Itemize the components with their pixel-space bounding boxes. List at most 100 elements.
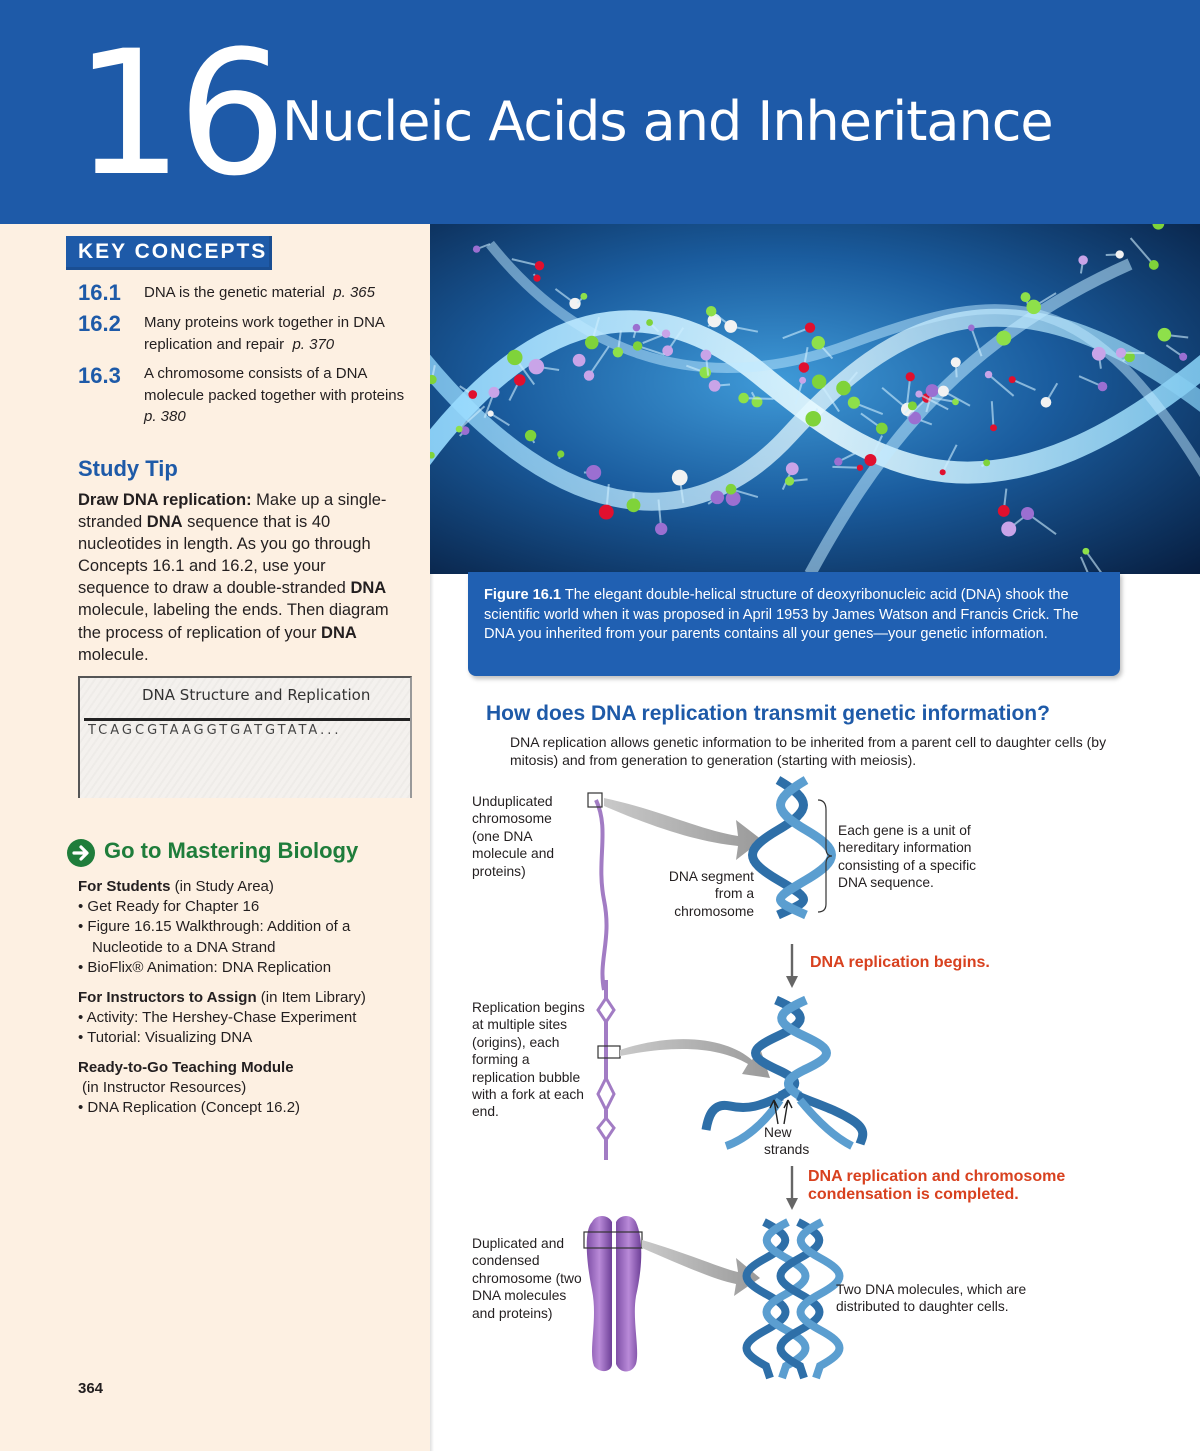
resource-item[interactable]: • Get Ready for Chapter 16 xyxy=(78,898,260,916)
atom xyxy=(455,425,463,433)
dna-helix-photo xyxy=(430,224,1200,574)
unduplicated-chromosome-label: Unduplicated chromosome (one DNA molecul… xyxy=(472,794,555,879)
study-tip-dna: DNA xyxy=(350,579,387,598)
atom-bond xyxy=(458,405,486,430)
atom xyxy=(430,374,437,385)
dna-molecule-left xyxy=(742,1218,810,1380)
zoom-arrow xyxy=(604,798,762,860)
atom xyxy=(460,426,470,436)
for-students-block: For Students (in Study Area) • Get Ready… xyxy=(78,877,418,978)
atom xyxy=(1148,260,1159,270)
zoom-arrow xyxy=(642,1240,760,1296)
molecule-atoms xyxy=(430,224,1189,574)
key-concept-number: 16.1 xyxy=(78,280,121,305)
unduplicated-chromosome xyxy=(594,799,609,991)
atom xyxy=(632,323,641,332)
new-strands-label: New strands xyxy=(764,1125,810,1158)
page-number: 364 xyxy=(78,1380,104,1397)
study-tip-part: molecule. xyxy=(78,645,149,664)
dna-segment-label: DNA segment from a chromosome xyxy=(668,869,754,919)
atom xyxy=(937,385,949,397)
replication-fork-helix xyxy=(701,995,868,1150)
atom xyxy=(990,424,997,432)
atom xyxy=(785,476,795,486)
atom xyxy=(805,410,822,427)
atom xyxy=(468,390,478,399)
atom-bond xyxy=(931,396,956,403)
atom xyxy=(997,505,1010,517)
study-tip-text: Draw DNA replication: Make up a single-s… xyxy=(78,489,398,666)
atom-bond xyxy=(490,412,510,427)
figure-label: Figure 16.1 xyxy=(484,587,562,603)
visual-question-intro: DNA replication allows genetic informati… xyxy=(510,734,1107,768)
mastering-biology-title[interactable]: Go to Mastering Biology xyxy=(104,838,359,863)
atom xyxy=(661,329,671,338)
key-concept-text: A chromosome consists of a DNA molecule … xyxy=(144,363,414,428)
for-students-heading: For Students xyxy=(78,878,171,895)
atom-bond xyxy=(941,444,958,473)
resource-item[interactable]: • BioFlix® Animation: DNA Replication xyxy=(78,958,332,976)
atom-bond xyxy=(918,393,949,411)
chapter-title: Nucleic Acids and Inheritance xyxy=(282,90,1054,153)
key-concepts-label: KEY CONCEPTS xyxy=(66,236,272,270)
chapter-number: 16 xyxy=(74,13,287,214)
key-concept-desc: A chromosome consists of a DNA molecule … xyxy=(144,365,405,404)
for-instructors-block: For Instructors to Assign (in Item Libra… xyxy=(78,988,418,1049)
sidebar xyxy=(0,224,434,1451)
dna-sketch-card: DNA Structure and Replication TCAGCGTAAG… xyxy=(78,676,412,798)
dna-molecule-right xyxy=(776,1218,844,1380)
atom-bond xyxy=(987,373,1015,397)
atom-bond xyxy=(588,345,610,377)
dna-card-title: DNA Structure and Replication xyxy=(142,686,371,704)
atom xyxy=(598,504,614,520)
resource-item[interactable]: • Activity: The Hershey-Chase Experiment xyxy=(78,1009,357,1027)
atom-bond xyxy=(1011,378,1036,391)
zoom-arrow xyxy=(620,1039,770,1078)
atom xyxy=(950,357,961,368)
atom xyxy=(534,261,545,271)
atom xyxy=(708,379,721,392)
figure-caption-text: The elegant double-helical structure of … xyxy=(484,587,1079,643)
teaching-module-heading: Ready-to-Go Teaching Module xyxy=(78,1059,294,1076)
study-tip-part: sequence that is 40 nucleotides in lengt… xyxy=(78,513,371,598)
zoom-box xyxy=(587,792,603,808)
atom xyxy=(847,396,860,409)
atom xyxy=(507,349,523,366)
atom-bond xyxy=(1079,556,1090,574)
atom xyxy=(488,386,500,398)
atom xyxy=(1115,347,1127,358)
atom xyxy=(725,483,737,495)
resource-item[interactable]: • DNA Replication (Concept 16.2) xyxy=(78,1099,301,1117)
two-molecules-label: Two DNA molecules, which are distributed… xyxy=(836,1282,1027,1315)
atom xyxy=(915,390,923,398)
atom xyxy=(1091,346,1106,361)
atom xyxy=(1020,292,1031,303)
atom xyxy=(907,401,917,411)
study-tip-dna: DNA xyxy=(321,623,357,642)
for-instructors-heading: For Instructors to Assign xyxy=(78,989,257,1006)
atom xyxy=(586,464,602,481)
atom xyxy=(1040,397,1052,408)
atom xyxy=(811,374,827,389)
key-concept-number: 16.2 xyxy=(78,311,121,336)
resource-item[interactable]: • Figure 16.15 Walkthrough: Addition of … xyxy=(78,918,351,956)
visual-question-title: How does DNA replication transmit geneti… xyxy=(486,702,1050,725)
atom xyxy=(710,490,725,505)
atom xyxy=(632,341,643,351)
atom-bond xyxy=(832,465,861,469)
atom xyxy=(905,372,915,382)
atom xyxy=(1124,351,1135,363)
atom xyxy=(513,374,526,386)
atom xyxy=(798,362,810,373)
atom xyxy=(725,491,741,506)
atom xyxy=(864,454,877,467)
dna-card-sequence: TCAGCGTAAGGTGATGTATA... xyxy=(88,723,342,738)
atom xyxy=(472,245,481,253)
resource-item[interactable]: • Tutorial: Visualizing DNA xyxy=(78,1029,253,1047)
atom xyxy=(785,462,799,476)
key-concept-desc: DNA is the genetic material xyxy=(144,284,325,301)
atom xyxy=(804,322,816,333)
gene-note: Each gene is a unit of hereditary inform… xyxy=(838,823,977,891)
gene-bracket xyxy=(817,799,833,913)
atom xyxy=(1115,250,1124,259)
